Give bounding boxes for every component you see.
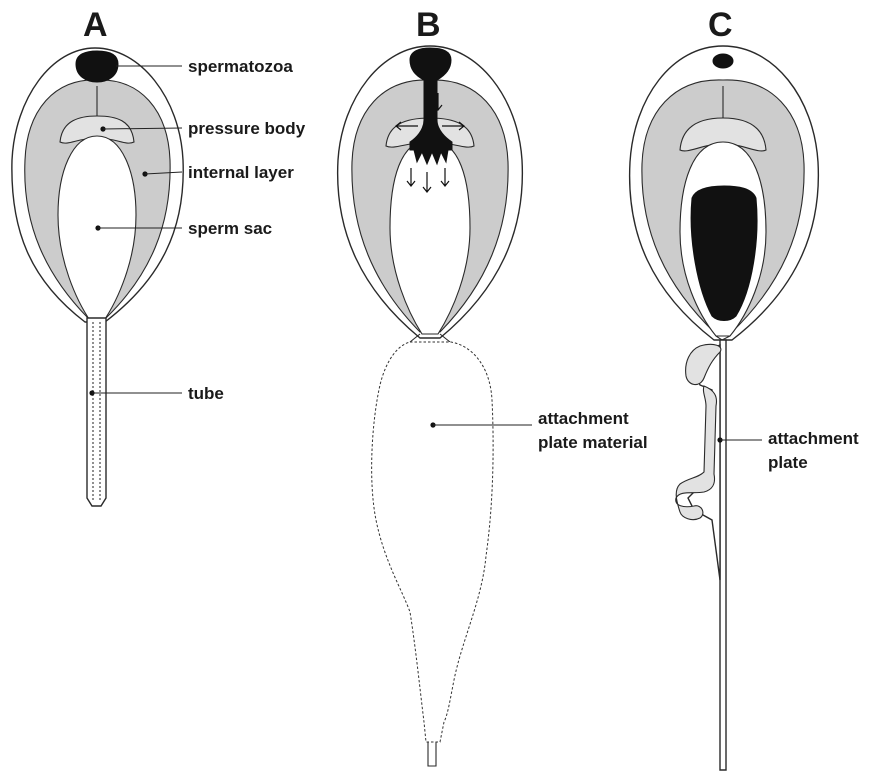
panel-b: B attachment plate material — [338, 6, 648, 766]
label-tube: tube — [188, 384, 224, 403]
panel-letter-a: A — [83, 6, 108, 44]
label-attachment-plate-2: plate — [768, 453, 808, 472]
label-attachment-plate-material-1: attachment — [538, 409, 629, 428]
label-spermatozoa: spermatozoa — [188, 57, 293, 76]
label-internal-layer: internal layer — [188, 163, 294, 182]
panel-c-tube — [720, 340, 726, 770]
panel-letter-c: C — [708, 6, 733, 44]
panel-a-spermatozoa — [76, 51, 118, 82]
panel-letter-b: B — [416, 6, 441, 44]
panel-c: C attachment plate — [630, 6, 859, 770]
label-sperm-sac: sperm sac — [188, 219, 272, 238]
panel-a: A spermatozoa pressure body internal lay… — [12, 6, 306, 506]
panel-c-spermatozoa — [713, 54, 733, 68]
panel-b-tube-end — [428, 742, 436, 766]
panel-a-tube — [87, 318, 106, 506]
label-attachment-plate-1: attachment — [768, 429, 859, 448]
label-attachment-plate-material-2: plate material — [538, 433, 648, 452]
panel-b-attachment-plate-material — [372, 342, 493, 742]
label-pressure-body: pressure body — [188, 119, 306, 138]
